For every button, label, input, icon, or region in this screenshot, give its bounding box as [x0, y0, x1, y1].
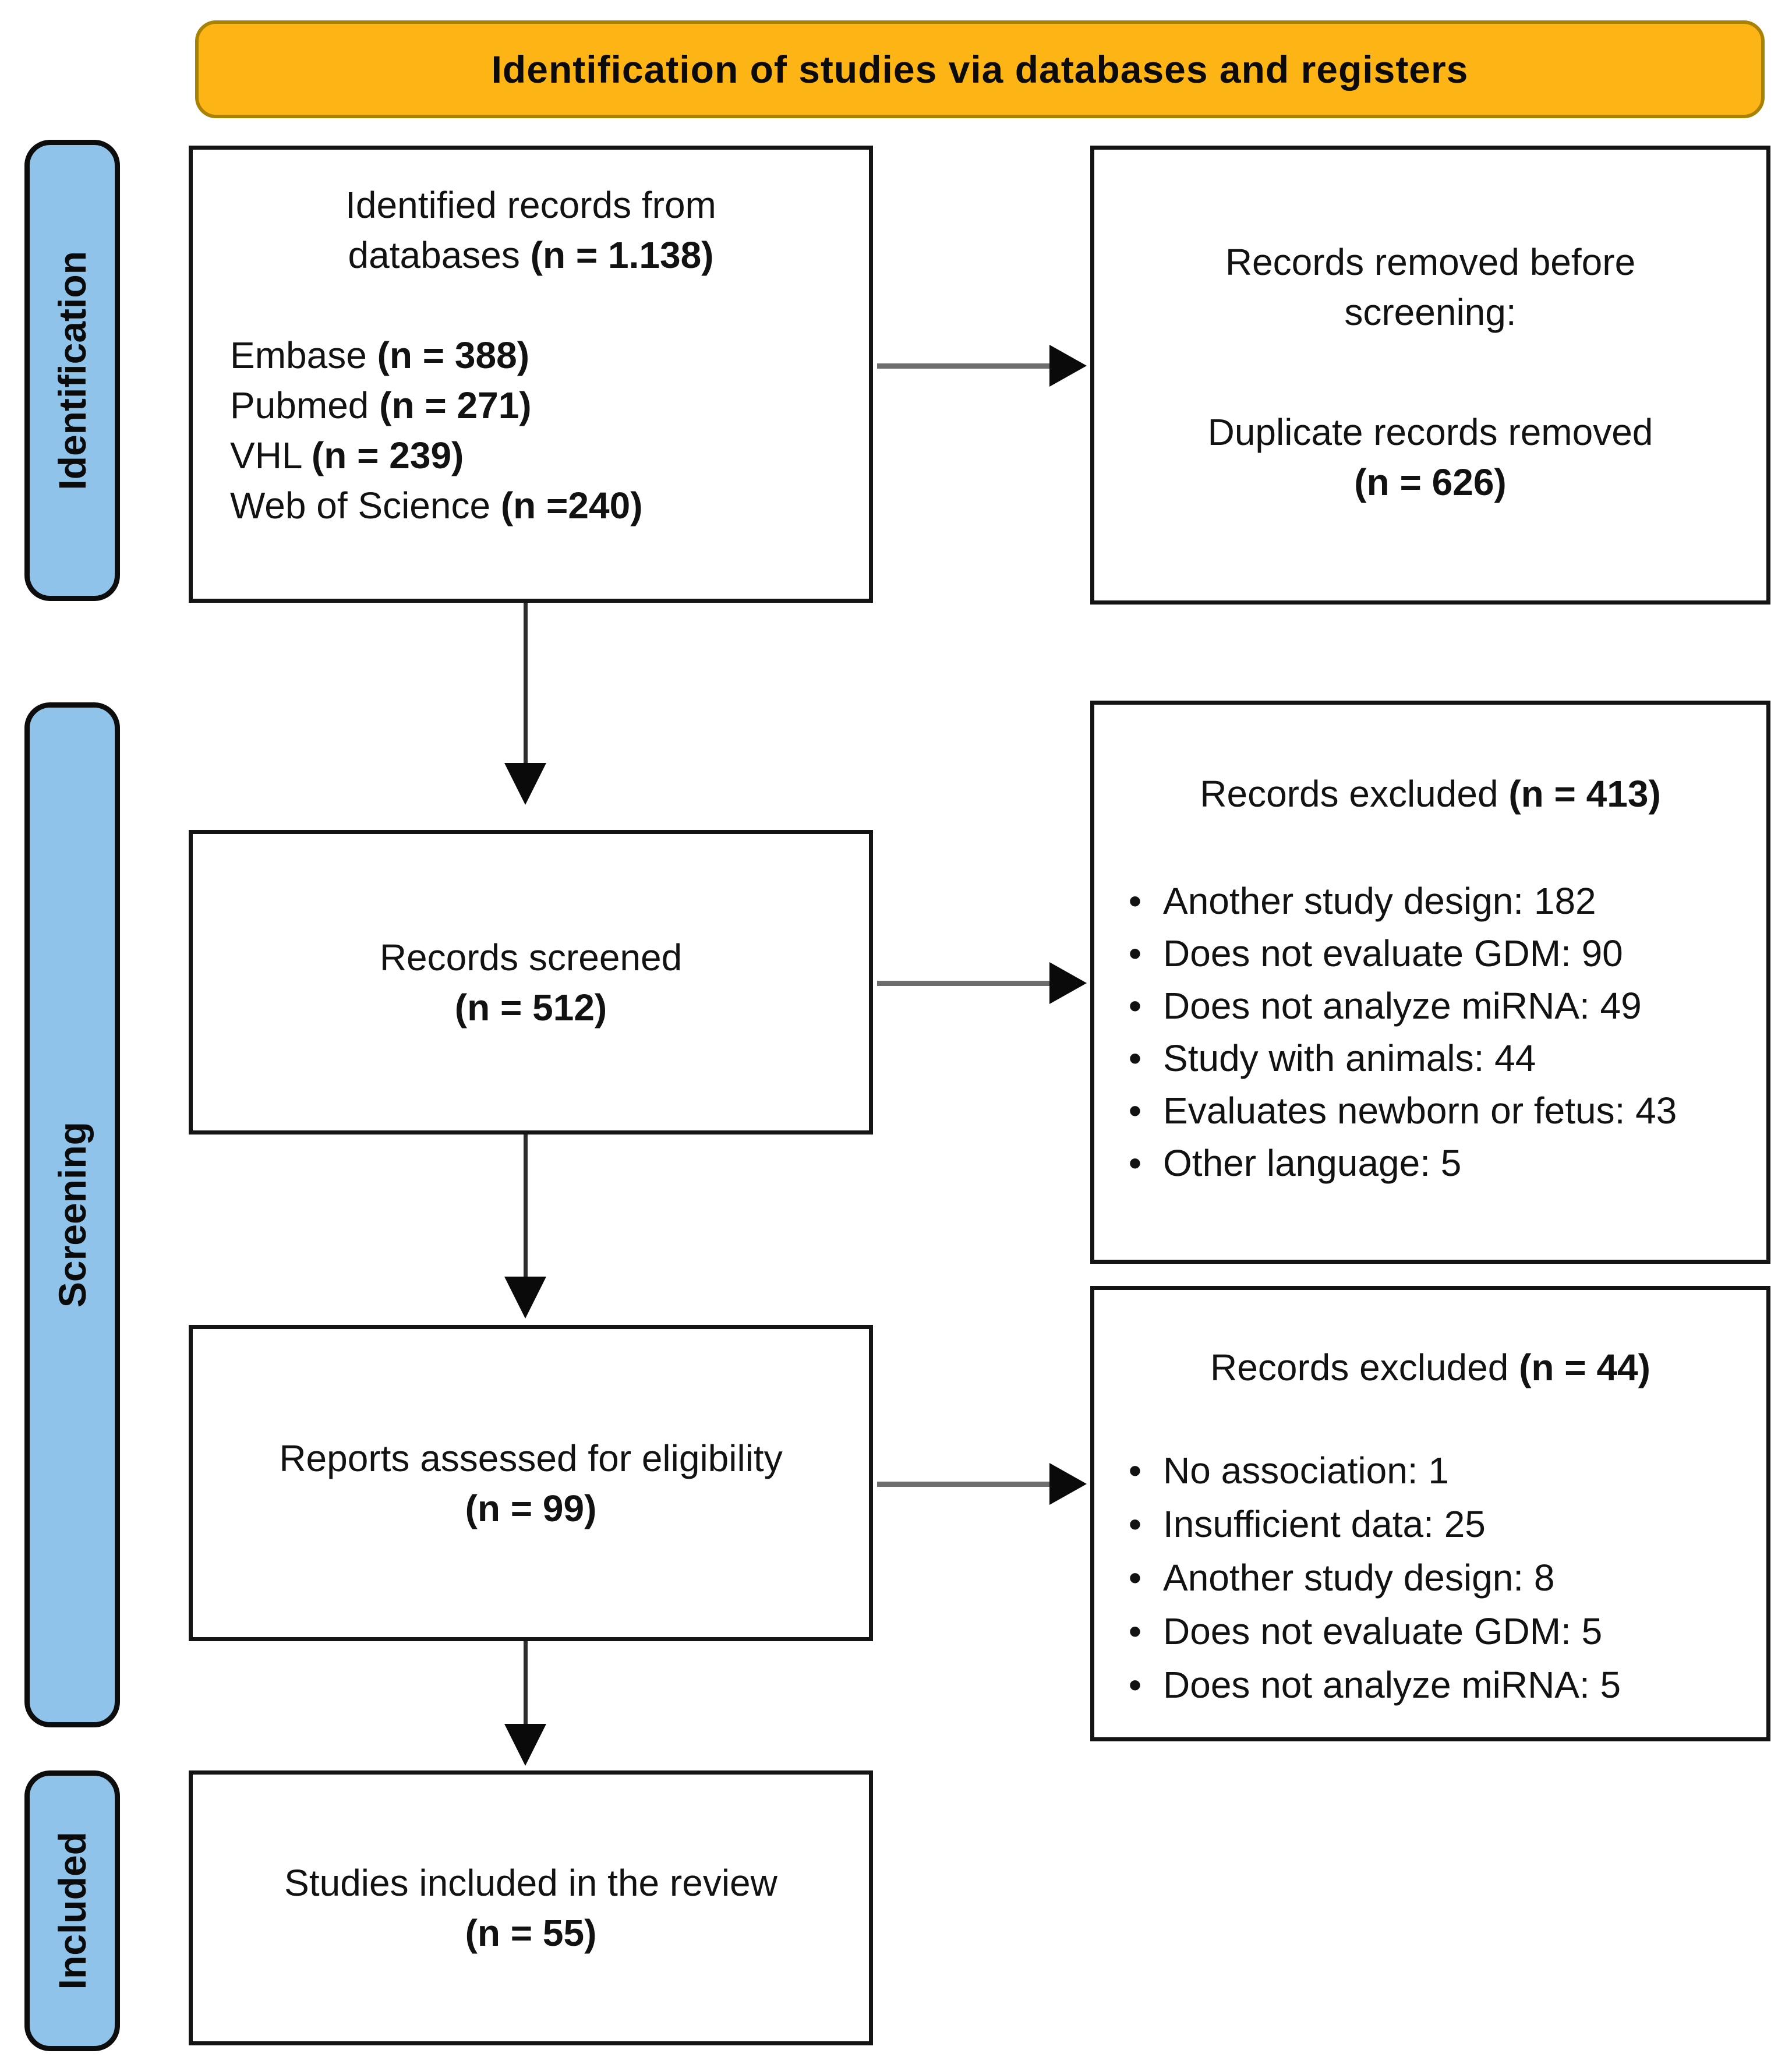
bullet-icon: •: [1128, 1664, 1142, 1706]
bullet-icon: •: [1128, 1557, 1142, 1599]
arrow-assessed-to-included-shaft: [524, 1641, 528, 1725]
exclusion-reason-item: •Another study design: 182: [1122, 875, 1766, 927]
box-identified-records: Identified records from databases (n = 1…: [189, 146, 873, 603]
database-source-item: Pubmed (n = 271): [230, 384, 532, 426]
exclusion-reason-item: •Does not analyze miRNA: 5: [1122, 1658, 1766, 1712]
exclusion-reason-item: •Insufficient data: 25: [1122, 1497, 1766, 1551]
box-identified-title: Identified records from databases (n = 1…: [216, 180, 846, 280]
arrow-assessed-to-excluded-shaft: [877, 1482, 1058, 1487]
box-records-screened-count: (n = 512): [454, 986, 607, 1029]
box-records-excluded-413: Records excluded (n = 413) •Another stud…: [1090, 701, 1770, 1264]
arrow-assessed-to-included-head: [504, 1724, 546, 1766]
banner-title: Identification of studies via databases …: [491, 48, 1469, 91]
arrow-assessed-to-excluded-head: [1049, 1463, 1087, 1505]
box-studies-included-count: (n = 55): [465, 1912, 597, 1954]
sidebar-included-label: Included: [51, 1832, 94, 1990]
sidebar-identification: Identification: [24, 140, 120, 601]
exclusion-reason-item: •No association: 1: [1122, 1444, 1766, 1497]
database-source-item: VHL (n = 239): [230, 434, 464, 476]
arrow-screened-to-excluded-shaft: [877, 981, 1058, 986]
sidebar-identification-label: Identification: [51, 250, 94, 490]
banner: Identification of studies via databases …: [195, 20, 1765, 118]
database-source-item: Web of Science (n =240): [230, 485, 643, 526]
exclusion-reason-list-413: •Another study design: 182 •Does not eva…: [1094, 875, 1766, 1189]
exclusion-reason-item: •Another study design: 8: [1122, 1551, 1766, 1604]
arrow-identified-to-screened-shaft: [524, 603, 528, 764]
box-reports-assessed-label: Reports assessed for eligibility: [279, 1437, 783, 1479]
box-reports-assessed: Reports assessed for eligibility (n = 99…: [189, 1325, 873, 1641]
exclusion-reason-item: •Evaluates newborn or fetus: 43: [1122, 1084, 1766, 1137]
exclusion-reason-item: •Other language: 5: [1122, 1137, 1766, 1189]
bullet-icon: •: [1128, 1610, 1142, 1652]
sidebar-included: Included: [24, 1770, 120, 2051]
arrow-screened-to-assessed-shaft: [524, 1135, 528, 1278]
exclusion-reason-item: •Does not evaluate GDM: 90: [1122, 927, 1766, 980]
box-records-excluded-413-title: Records excluded (n = 413): [1200, 773, 1661, 815]
bullet-icon: •: [1128, 1090, 1142, 1132]
box-studies-included-label: Studies included in the review: [284, 1862, 777, 1904]
box-records-removed-line1: Records removed before screening:: [1225, 241, 1636, 333]
bullet-icon: •: [1128, 880, 1142, 922]
exclusion-reason-item: •Does not evaluate GDM: 5: [1122, 1604, 1766, 1658]
exclusion-reason-list-44: •No association: 1 •Insufficient data: 2…: [1094, 1444, 1766, 1712]
box-records-excluded-44: Records excluded (n = 44) •No associatio…: [1090, 1286, 1770, 1741]
box-identified-title-line1: Identified records from: [345, 184, 716, 226]
database-source-item: Embase (n = 388): [230, 334, 529, 376]
box-records-screened: Records screened (n = 512): [189, 830, 873, 1135]
box-records-removed-line2: Duplicate records removed: [1207, 411, 1653, 453]
arrow-identified-to-removed-head: [1049, 345, 1087, 387]
arrow-screened-to-assessed-head: [504, 1277, 546, 1319]
box-records-removed: Records removed before screening: Duplic…: [1090, 146, 1770, 605]
bullet-icon: •: [1128, 1450, 1142, 1492]
exclusion-reason-item: •Does not analyze miRNA: 49: [1122, 980, 1766, 1032]
box-identified-title-line2: databases (n = 1.138): [348, 234, 714, 276]
arrow-identified-to-screened-head: [504, 763, 546, 805]
box-records-screened-label: Records screened: [379, 936, 683, 978]
bullet-icon: •: [1128, 1142, 1142, 1184]
database-source-list: Embase (n = 388) Pubmed (n = 271) VHL (n…: [216, 330, 846, 531]
box-records-excluded-44-title: Records excluded (n = 44): [1210, 1346, 1650, 1388]
box-records-removed-count: (n = 626): [1354, 461, 1507, 503]
exclusion-reason-item: •Study with animals: 44: [1122, 1032, 1766, 1084]
bullet-icon: •: [1128, 932, 1142, 974]
bullet-icon: •: [1128, 985, 1142, 1027]
sidebar-screening-label: Screening: [51, 1122, 94, 1308]
arrow-screened-to-excluded-head: [1049, 962, 1087, 1004]
bullet-icon: •: [1128, 1503, 1142, 1545]
box-reports-assessed-count: (n = 99): [465, 1487, 597, 1529]
box-studies-included: Studies included in the review (n = 55): [189, 1770, 873, 2045]
sidebar-screening: Screening: [24, 702, 120, 1727]
bullet-icon: •: [1128, 1037, 1142, 1079]
arrow-identified-to-removed-shaft: [877, 363, 1058, 369]
